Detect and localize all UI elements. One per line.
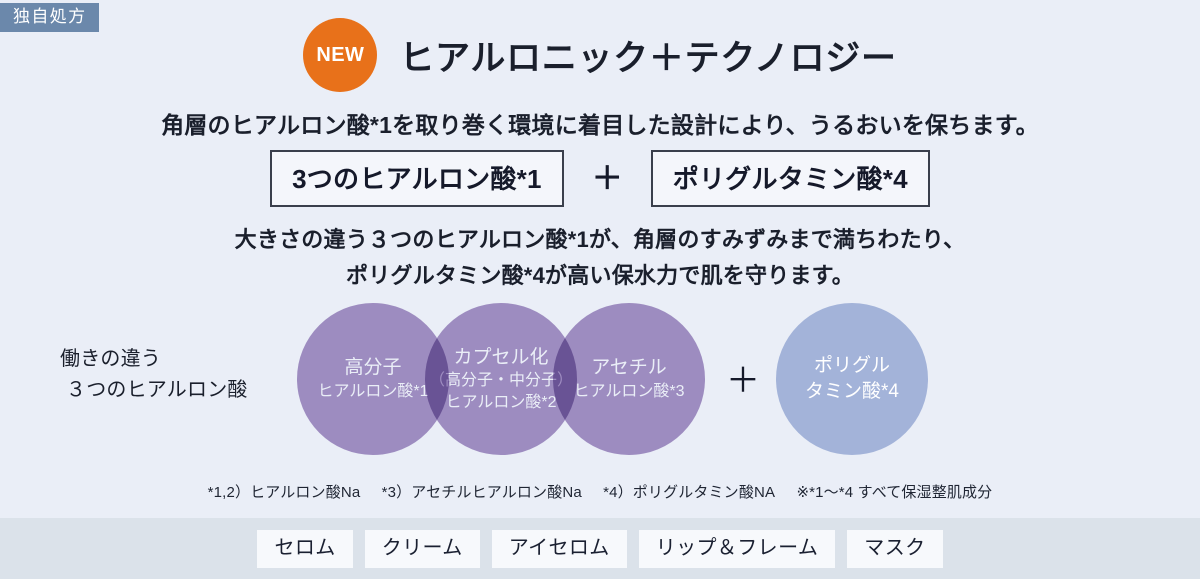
body-copy-line-1: 大きさの違う３つのヒアルロン酸*1が、角層のすみずみまで満ちわたり、 — [234, 227, 966, 252]
footnote-item: ※*1〜*4 すべて保湿整肌成分 — [796, 484, 993, 501]
header: NEW ヒアルロニック＋テクノロジー — [0, 18, 1200, 92]
venn-side-label-line-2: ３つのヒアルロン酸 — [66, 379, 248, 401]
venn-circle-1-line-1: 高分子 — [344, 357, 402, 379]
venn-side-label-line-1: 働きの違う — [60, 348, 161, 370]
venn-plus-icon: ＋ — [726, 362, 760, 400]
tab-lip-and-frame[interactable]: リップ＆フレーム — [638, 529, 836, 568]
unique-formula-badge: 独自処方 — [0, 3, 100, 32]
formula-row: 3つのヒアルロン酸*1 ＋ ポリグルタミン酸*4 — [0, 150, 1200, 207]
venn-circle-2-line-2: （高分子・中分子） — [428, 372, 573, 390]
product-tab-bar: セロム クリーム アイセロム リップ＆フレーム マスク — [0, 518, 1200, 579]
tab-mask[interactable]: マスク — [847, 529, 943, 568]
venn-side-label: 働きの違う ３つのヒアルロン酸 — [60, 344, 290, 406]
body-copy: 大きさの違う３つのヒアルロン酸*1が、角層のすみずみまで満ちわたり、 ポリグルタ… — [0, 222, 1200, 293]
venn-circle-high-molecular: 高分子 ヒアルロン酸*1 — [297, 303, 449, 455]
venn-circle-polyglutamic: ポリグル タミン酸*4 — [776, 303, 928, 455]
venn-circle-2-line-1: カプセル化 — [453, 346, 549, 368]
tab-eye-serom[interactable]: アイセロム — [491, 529, 627, 568]
tab-serom[interactable]: セロム — [257, 529, 353, 568]
venn-circle-4-line-1: ポリグル — [813, 355, 890, 377]
new-badge-icon: NEW — [303, 18, 378, 92]
venn-circle-3-line-1: アセチル — [591, 357, 667, 379]
formula-box-hyaluronic: 3つのヒアルロン酸*1 — [270, 150, 564, 207]
body-copy-line-2: ポリグルタミン酸*4が高い保水力で肌を守ります。 — [346, 262, 854, 288]
venn-circle-2-line-3: ヒアルロン酸*2 — [445, 393, 557, 411]
tab-cream[interactable]: クリーム — [364, 529, 480, 568]
venn-circle-3-line-2: ヒアルロン酸*3 — [573, 383, 685, 401]
venn-circle-acetyl: アセチル ヒアルロン酸*3 — [553, 303, 705, 455]
lead-sentence: 角層のヒアルロン酸*1を取り巻く環境に着目した設計により、うるおいを保ちます。 — [161, 112, 1039, 138]
venn-circle-encapsulated: カプセル化 （高分子・中分子） ヒアルロン酸*2 — [425, 303, 577, 455]
footnote-item: *4）ポリグルタミン酸NA — [603, 484, 776, 501]
formula-plus-icon: ＋ — [591, 161, 623, 196]
venn-diagram: 働きの違う ３つのヒアルロン酸 高分子 ヒアルロン酸*1 カプセル化 （高分子・… — [0, 296, 1200, 468]
formula-box-polyglutamic: ポリグルタミン酸*4 — [650, 150, 930, 207]
footnote-item: *3）アセチルヒアルロン酸Na — [381, 484, 582, 501]
footnotes: *1,2）ヒアルロン酸Na *3）アセチルヒアルロン酸Na *4）ポリグルタミン… — [0, 481, 1200, 502]
footnote-item: *1,2）ヒアルロン酸Na — [207, 484, 361, 501]
venn-circle-1-line-2: ヒアルロン酸*1 — [317, 383, 429, 401]
venn-circle-4-line-2: タミン酸*4 — [805, 381, 899, 402]
page-title: ヒアルロニック＋テクノロジー — [399, 38, 897, 78]
